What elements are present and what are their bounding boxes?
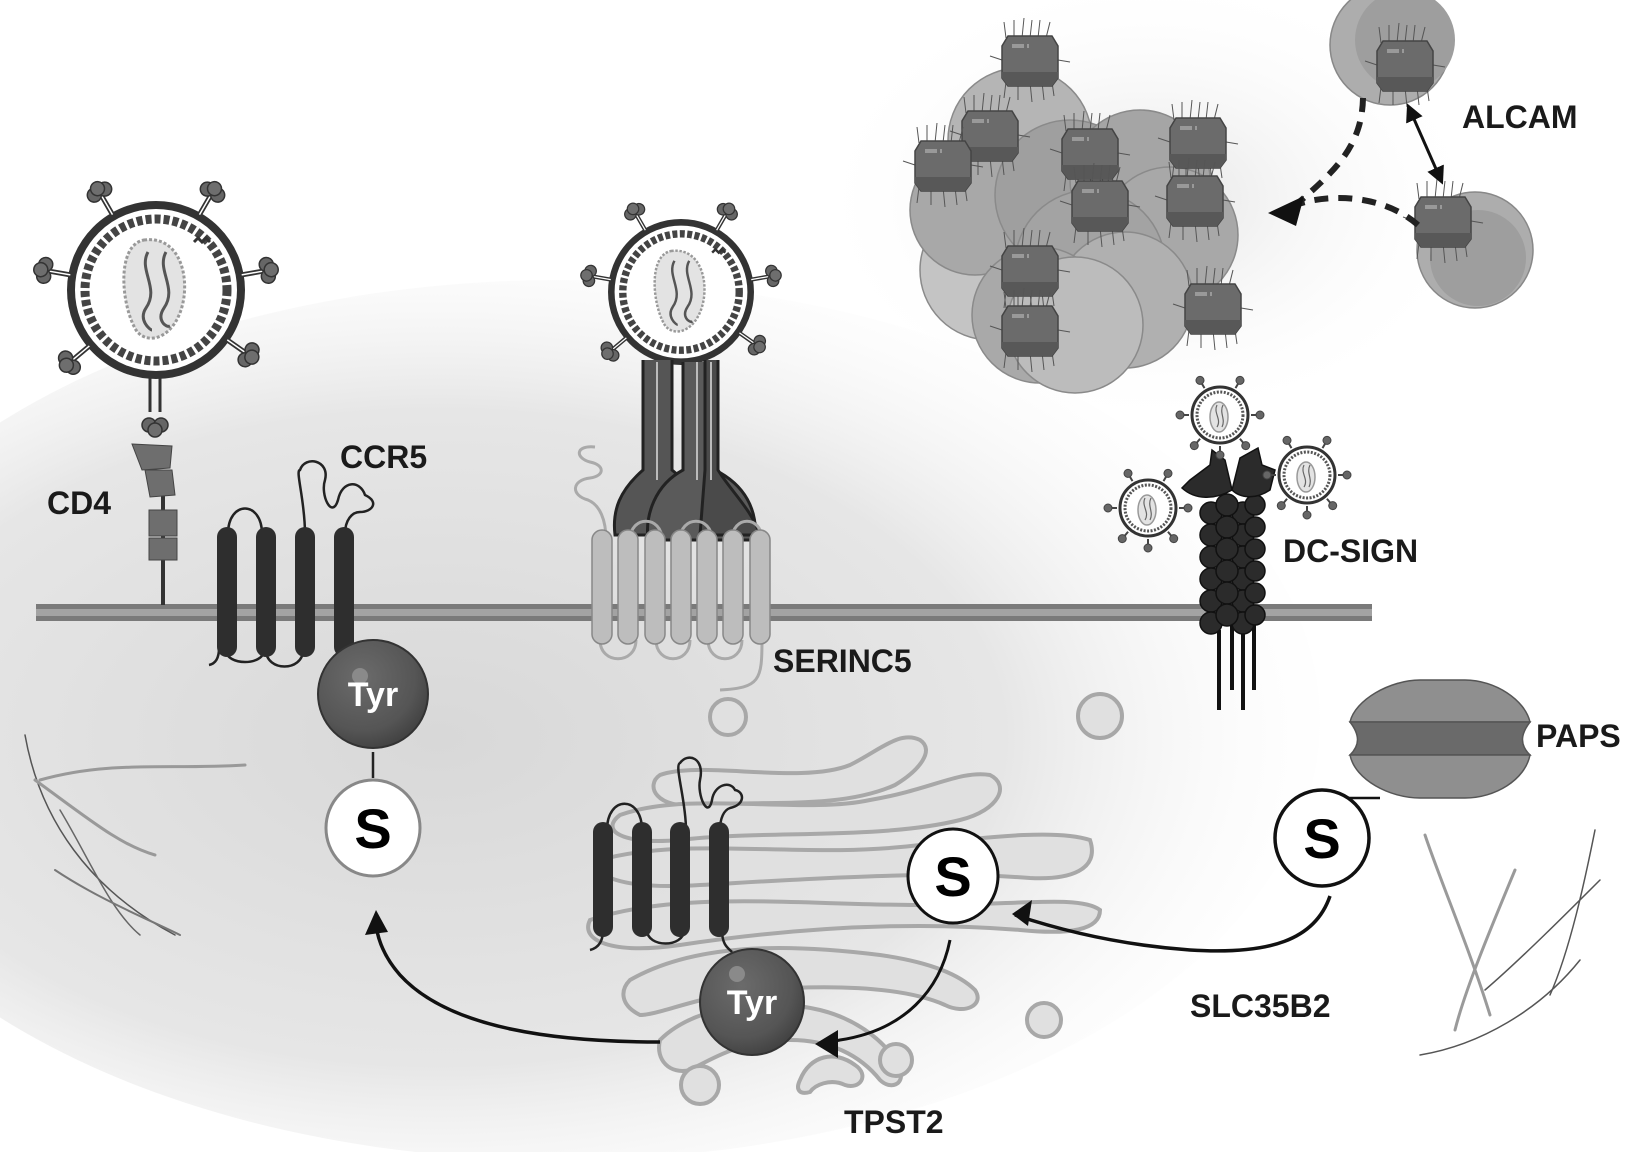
sulfate-label-membrane: S [354, 797, 391, 860]
tyr-residue-membrane: Tyr [317, 639, 429, 749]
sulfate-group-membrane: S [324, 778, 422, 878]
label-paps: PAPS [1536, 718, 1621, 754]
golgi-vesicles [679, 692, 1124, 1106]
arrow-trafficking-to-membrane [365, 910, 661, 1044]
sulfate-label-golgi: S [934, 845, 971, 908]
cd4-receptor [131, 443, 178, 605]
tyr-label-membrane: Tyr [348, 676, 398, 714]
sulfate-label-paps: S [1303, 807, 1340, 870]
gp120-spike-cd4 [141, 376, 169, 438]
label-dc-sign: DC-SIGN [1283, 533, 1418, 569]
dc-sign-receptor [1180, 446, 1276, 710]
tyr-residue-golgi: Tyr [699, 948, 805, 1056]
cytoskeleton-fibers-left [24, 734, 247, 936]
label-serinc5: SERINC5 [773, 643, 912, 679]
label-slc35b2: SLC35B2 [1190, 988, 1331, 1024]
tyr-label-golgi: Tyr [727, 984, 777, 1022]
label-ccr5: CCR5 [340, 439, 427, 475]
arrow-tpst2-sulfation [815, 939, 952, 1058]
arrow-slc35b2-transport [1012, 895, 1332, 953]
alcam-cell-pair [1268, 0, 1534, 309]
label-tpst2: TPST2 [844, 1104, 944, 1140]
sulfate-group-golgi: S [906, 827, 1000, 925]
label-alcam: ALCAM [1462, 99, 1578, 135]
sulfate-group-paps: S [1273, 788, 1371, 888]
label-cd4: CD4 [47, 485, 111, 521]
hiv-virion-dcsign-right [1261, 433, 1353, 521]
hiv-virion-cd4 [32, 176, 281, 380]
cytoskeleton-fibers-right [1419, 829, 1601, 1056]
ccr5-golgi [589, 756, 744, 953]
env-trimer-stalks [612, 360, 763, 542]
serinc5-protein [574, 445, 771, 692]
paps-molecule [1340, 679, 1532, 800]
cell-cluster [902, 17, 1254, 394]
ccr5-receptor [208, 460, 375, 668]
